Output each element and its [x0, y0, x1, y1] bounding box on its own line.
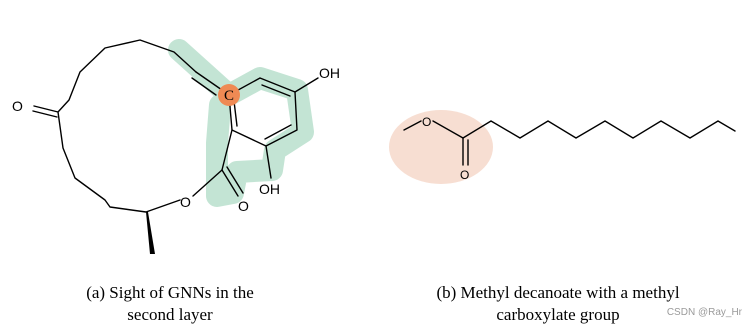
methyl-o-bond [403, 120, 422, 131]
oh-bottom-bond [265, 145, 272, 179]
methyl-wedge [146, 212, 155, 254]
ketone-oxygen-label: O [12, 98, 23, 114]
ketone-bond-1 [33, 105, 59, 113]
ester-oxygen-label-b: O [422, 115, 431, 129]
oh-top-bond [294, 77, 319, 93]
ester-c-ring-bond [221, 129, 233, 171]
macrocycle-chain [57, 39, 197, 213]
aromatic-inner-2 [264, 124, 292, 140]
methyl-carboxylate-highlight [389, 110, 493, 184]
vinyl-bond [195, 71, 223, 91]
hydroxyl-bottom-label: OH [259, 181, 280, 197]
carbonyl-oxygen-label-b: O [460, 168, 469, 182]
caption-a: (a) Sight of GNNs in the second layer [86, 283, 254, 324]
aromatic-inner-3 [233, 100, 238, 127]
aromatic-inner-1 [261, 84, 291, 97]
ketone-bond-2 [32, 110, 58, 118]
carbonyl-oxygen-label: O [238, 198, 249, 214]
caption-b: (b) Methyl decanoate with a methyl carbo… [436, 283, 680, 324]
watermark-text: CSDN @Ray_Hr [666, 307, 742, 318]
carbonyl-bond-1 [221, 169, 239, 197]
center-carbon-node [218, 84, 240, 106]
alkyl-chain [462, 120, 736, 139]
vinyl-bond-2 [191, 77, 217, 96]
ester-oxygen-label: O [180, 194, 191, 210]
o-carbonyl-c-bond [432, 120, 464, 139]
ester-c-o-bond [192, 169, 223, 197]
gnn-neighborhood-highlight [168, 39, 314, 207]
hydroxyl-top-label: OH [319, 65, 340, 81]
carbonyl-bond-2 [226, 166, 244, 194]
center-carbon-label: C [224, 88, 234, 104]
panel-b-molecule: O O [389, 110, 736, 184]
panel-a-molecule: O O O OH OH C [12, 39, 340, 254]
